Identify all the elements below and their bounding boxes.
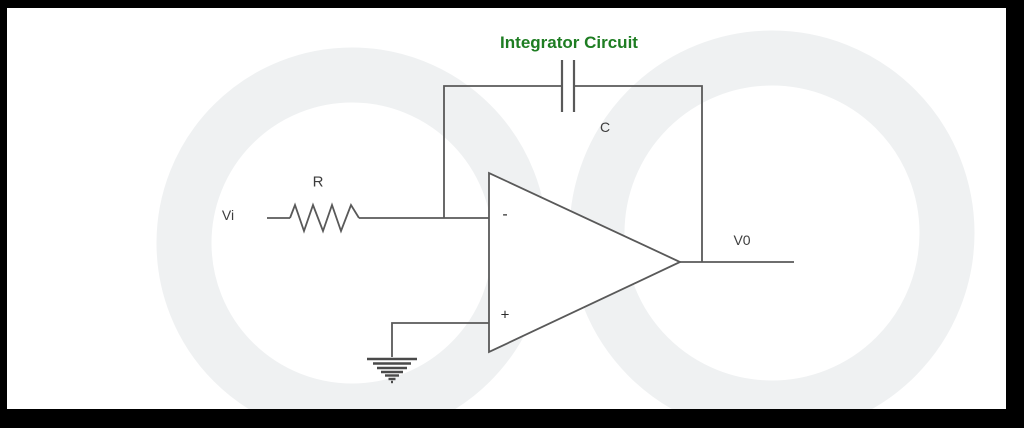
ground-wire — [391, 322, 489, 357]
ground-icon — [367, 357, 417, 384]
watermark-ring-right — [569, 30, 975, 409]
diagram-title: Integrator Circuit — [500, 33, 638, 52]
inverting-input-label: - — [502, 206, 508, 223]
capacitor-label: C — [599, 119, 611, 135]
opamp-symbol — [488, 171, 683, 354]
resistor-label: R — [312, 173, 324, 191]
circuit-drawing — [156, 30, 975, 409]
resistor-symbol — [289, 202, 360, 234]
output-voltage-label: V0 — [733, 232, 751, 248]
non-inverting-input-label: + — [500, 306, 510, 324]
feedback-wire-left — [443, 85, 562, 218]
input-voltage-label: Vi — [221, 207, 235, 223]
watermark-ring-left — [156, 47, 548, 409]
feedback-wire-right — [574, 85, 703, 262]
diagram-canvas: Integrator Circuit Vi R C V0 - + — [7, 8, 1006, 409]
